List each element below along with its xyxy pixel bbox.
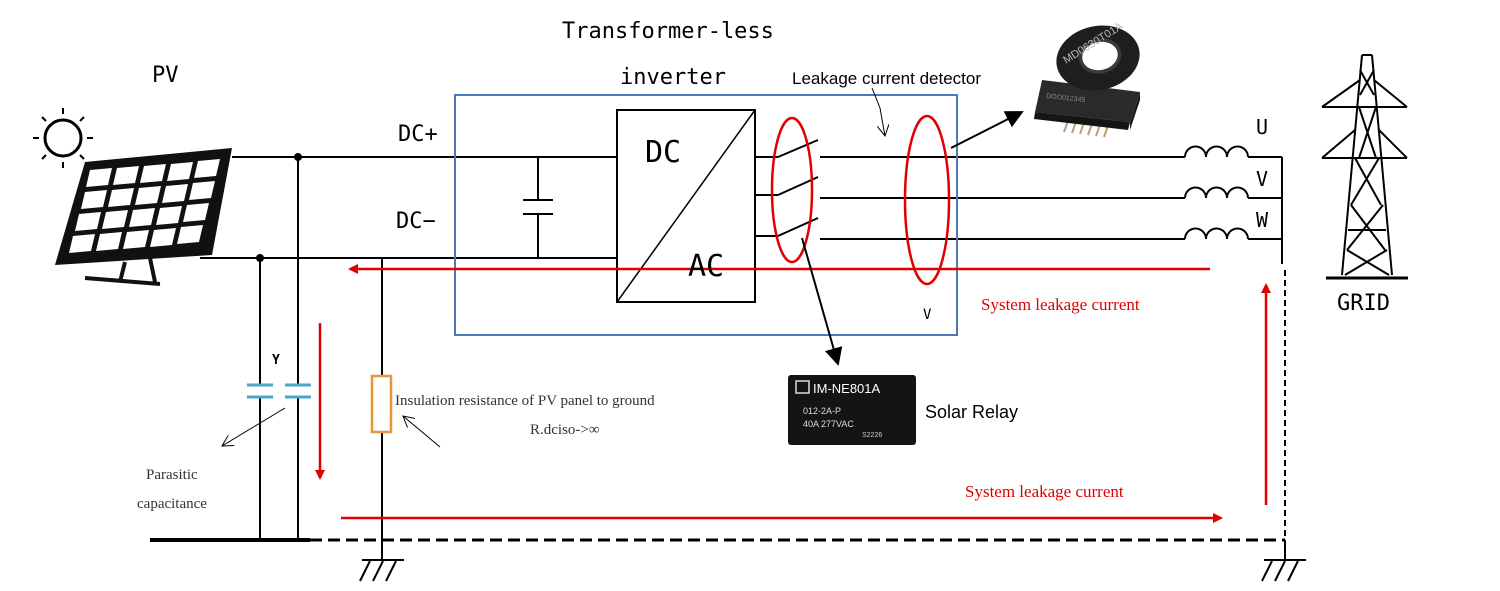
parasitic-label-line1: Parasitic xyxy=(146,467,198,483)
dc-minus-label: DC− xyxy=(396,209,436,234)
converter-ac-label: AC xyxy=(688,249,724,284)
phase-u-label: U xyxy=(1256,115,1268,139)
dc-plus-label: DC+ xyxy=(398,122,438,147)
insulation-resistor-icon xyxy=(370,374,393,434)
v-small-label: V xyxy=(923,307,932,323)
y-capacitor-label: Y xyxy=(272,353,280,368)
detector-serial-text: DOO012345 xyxy=(1046,93,1086,104)
relay-model-text: IM-NE801A xyxy=(813,381,881,396)
title-line2: inverter xyxy=(620,65,726,90)
detector-ring-highlight xyxy=(903,114,951,286)
y-capacitor-icon xyxy=(247,383,311,399)
inverter-boundary xyxy=(454,94,958,336)
relay-spec1-text: 012-2A-P xyxy=(803,406,841,416)
pointer-arrows xyxy=(222,87,1024,448)
converter-dc-label: DC xyxy=(645,135,681,170)
insulation-label-line2: R.dciso->∞ xyxy=(530,422,600,438)
grid-inductors-icon xyxy=(1184,145,1249,240)
dc-link-capacitor-icon xyxy=(523,199,553,215)
ground-symbol-icon xyxy=(1261,559,1306,582)
pv-label: PV xyxy=(152,63,179,88)
parasitic-label-line2: capacitance xyxy=(137,496,207,512)
leakage-current-arrows xyxy=(315,264,1271,523)
junction-dot xyxy=(256,254,264,262)
transmission-tower-icon xyxy=(1321,54,1408,280)
solar-relay-label: Solar Relay xyxy=(925,402,1018,422)
junction-dot xyxy=(294,153,302,161)
leakage-detector-device: MD0630T01A DOO012345 xyxy=(1034,20,1140,138)
relay-spec2-text: 40A 277VAC xyxy=(803,419,854,429)
phase-v-label: V xyxy=(1256,167,1268,191)
system-leakage-label-upper: System leakage current xyxy=(981,295,1140,314)
grid-label: GRID xyxy=(1337,291,1390,316)
pv-panel-icon xyxy=(55,148,232,286)
sun-icon xyxy=(33,108,93,168)
relay-code-text: S2226 xyxy=(862,432,882,439)
dc-ac-converter xyxy=(616,109,756,303)
phase-w-label: W xyxy=(1256,208,1269,232)
title-line1: Transformer-less xyxy=(562,19,774,44)
leakage-detector-label: Leakage current detector xyxy=(792,69,981,88)
ground-symbol-icon xyxy=(359,559,404,582)
insulation-label-line1: Insulation resistance of PV panel to gro… xyxy=(395,393,655,409)
relay-contacts-highlight xyxy=(770,116,814,264)
solar-relay-device: IM-NE801A 012-2A-P 40A 277VAC S2226 xyxy=(788,375,916,445)
system-leakage-label-lower: System leakage current xyxy=(965,482,1124,501)
